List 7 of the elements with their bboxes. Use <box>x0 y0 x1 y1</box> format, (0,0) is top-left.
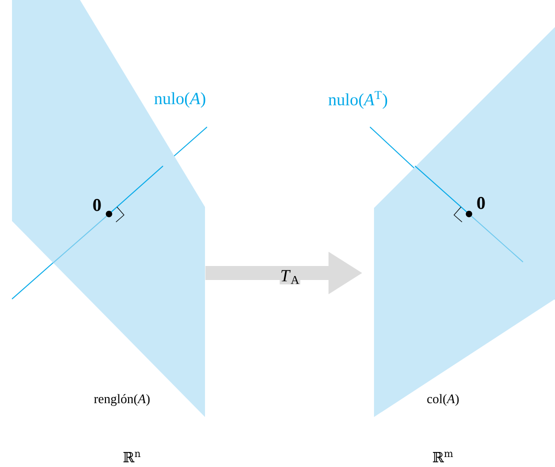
null-space-label: nulo(A) <box>154 92 206 108</box>
space-label: ℝ$^{m}$ <box>432 452 453 462</box>
origin-label: 0 <box>93 198 101 212</box>
origin-label: 0 <box>477 196 485 210</box>
null-space-label: nulo(A$^{T}$) <box>328 91 388 109</box>
edge-label: T$_{A}$ <box>281 270 300 284</box>
space-label: ℝ$^{n}$ <box>123 452 140 462</box>
